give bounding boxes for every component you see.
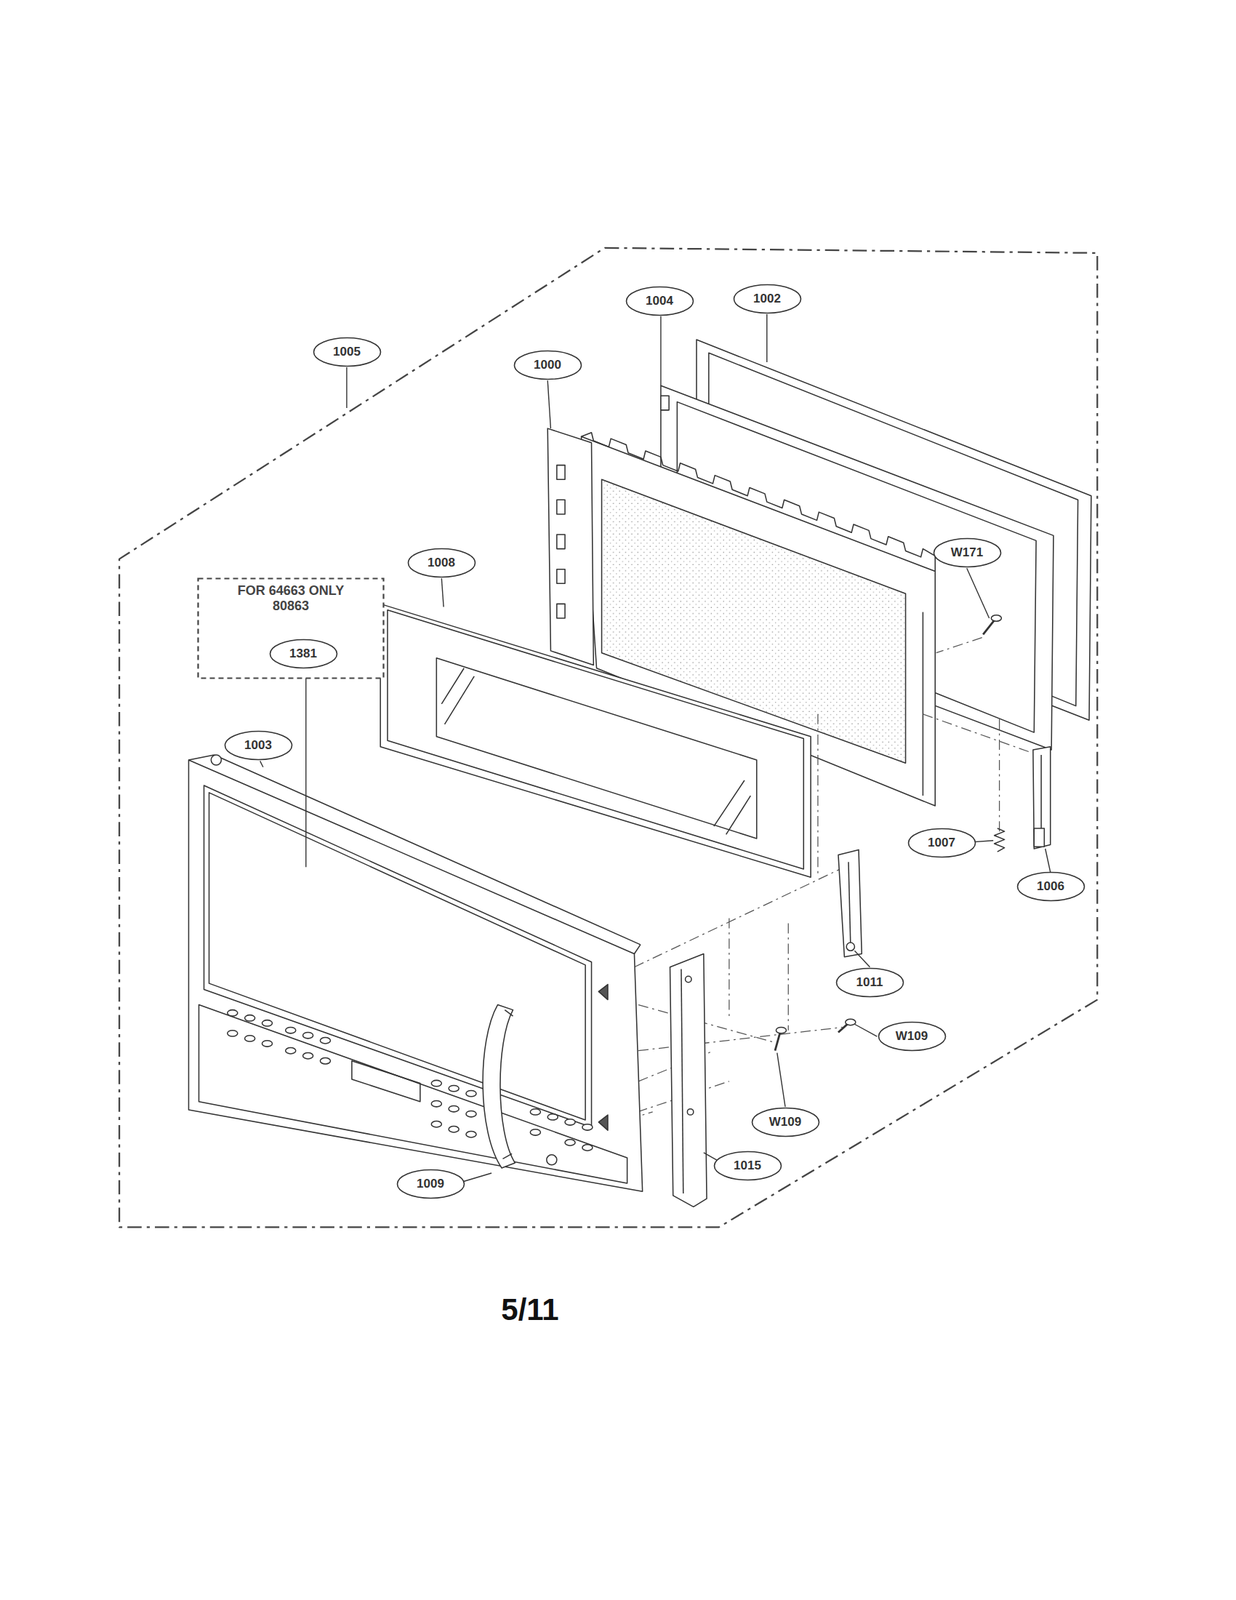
screw <box>775 1026 786 1050</box>
callout-number: W109 <box>769 1115 802 1130</box>
note-text: FOR 64663 ONLY 80863 <box>223 583 359 613</box>
callout-number: 1007 <box>927 836 956 850</box>
callout-oval: 1004 <box>625 285 695 317</box>
callout-oval: 1003 <box>223 729 294 761</box>
callout-number: 1009 <box>416 1177 445 1191</box>
front-frame <box>188 754 642 1191</box>
callout-oval: 1011 <box>835 966 905 998</box>
callout-oval: 1005 <box>312 336 382 368</box>
callout-number: W171 <box>950 546 983 560</box>
screw <box>982 615 1002 635</box>
callout-number: 1381 <box>289 647 317 661</box>
callout-number: W109 <box>895 1029 928 1044</box>
callout-number: 1015 <box>733 1158 762 1173</box>
leader-lines <box>260 314 1051 1184</box>
callout-number: 1004 <box>645 294 674 309</box>
page-number: 5/11 <box>500 1291 559 1327</box>
latch-lever <box>838 849 862 957</box>
callout-oval: 1015 <box>713 1150 783 1181</box>
screw <box>838 1018 856 1032</box>
latch-hook <box>1033 746 1051 849</box>
callout-oval: 1007 <box>907 827 977 858</box>
callout-oval: 1000 <box>513 349 583 381</box>
callout-oval: 1006 <box>1016 871 1086 902</box>
callout-oval: W171 <box>932 537 1002 568</box>
callout-oval: 1008 <box>407 547 477 579</box>
callout-oval: 1002 <box>732 283 802 315</box>
latch-bar <box>670 953 707 1207</box>
callout-number: 1000 <box>533 358 562 373</box>
callout-number: 1003 <box>244 738 272 753</box>
callout-oval: W109 <box>751 1106 821 1138</box>
assembly-boundary <box>119 247 1098 1228</box>
callout-oval: 1009 <box>396 1168 466 1199</box>
callout-oval: W109 <box>877 1020 947 1052</box>
callout-number: 1005 <box>332 345 361 360</box>
note-box: FOR 64663 ONLY 80863 1381 <box>197 577 385 680</box>
callout-number: 1006 <box>1036 879 1065 894</box>
callout-number: 1002 <box>753 292 781 307</box>
spring <box>994 828 1005 852</box>
callout-oval: 1381 <box>269 638 339 669</box>
callout-number: 1008 <box>427 556 456 571</box>
door-glass <box>380 603 811 877</box>
door-handle <box>482 1004 515 1168</box>
callout-number: 1011 <box>856 975 884 990</box>
